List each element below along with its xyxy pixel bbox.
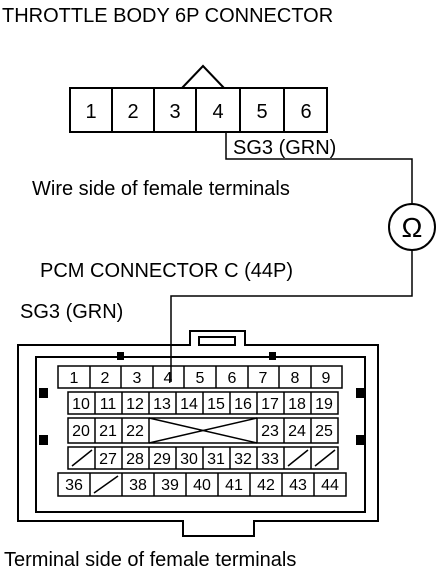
ohmmeter: Ω bbox=[388, 203, 436, 251]
throttle-pin-labels: 1 2 3 4 5 6 bbox=[85, 101, 311, 123]
throttle-view-label: Wire side of female terminals bbox=[32, 178, 290, 200]
pcm-pin-38: 38 bbox=[129, 477, 147, 494]
pcm-view-label: Terminal side of female terminals bbox=[4, 549, 296, 571]
pcm-pin-32: 32 bbox=[234, 451, 252, 468]
pcm-pin-29: 29 bbox=[153, 451, 171, 468]
pcm-pin-44: 44 bbox=[321, 477, 339, 494]
housing-inner-wall bbox=[35, 356, 366, 513]
pcm-pin-33: 33 bbox=[261, 451, 279, 468]
pcm-pin-20: 20 bbox=[72, 423, 90, 440]
pcm-pin-31: 31 bbox=[207, 451, 225, 468]
pcm-wire-label: SG3 (GRN) bbox=[20, 301, 123, 323]
throttle-wire-label: SG3 (GRN) bbox=[233, 137, 336, 159]
ohmmeter-circle bbox=[388, 203, 436, 251]
probe-wire-throttle bbox=[225, 132, 413, 204]
throttle-pin-3: 3 bbox=[169, 101, 180, 123]
pcm-pin-41: 41 bbox=[225, 477, 243, 494]
blank-cross bbox=[148, 417, 258, 444]
housing-outline bbox=[17, 330, 379, 537]
pcm-pin-40: 40 bbox=[193, 477, 211, 494]
throttle-pin-4: 4 bbox=[212, 101, 223, 123]
row1-frame bbox=[57, 365, 343, 389]
pcm-connector-housing bbox=[17, 330, 379, 537]
pcm-terminal-grid bbox=[57, 365, 347, 497]
throttle-pin-2: 2 bbox=[127, 101, 138, 123]
pcm-pin-2: 2 bbox=[101, 370, 110, 387]
locking-latch bbox=[198, 336, 236, 346]
key-right-1 bbox=[356, 388, 365, 398]
pcm-pin-30: 30 bbox=[180, 451, 198, 468]
pcm-pin-19: 19 bbox=[315, 396, 333, 413]
key-left-2 bbox=[39, 435, 48, 445]
pcm-pin-27: 27 bbox=[99, 451, 117, 468]
pcm-pin-5: 5 bbox=[196, 370, 205, 387]
throttle-pin-6: 6 bbox=[300, 101, 311, 123]
connector-lock-tab bbox=[181, 64, 225, 89]
row3-frame bbox=[67, 417, 339, 444]
pcm-pin-4: 4 bbox=[164, 370, 173, 387]
pcm-pin-10: 10 bbox=[72, 396, 90, 413]
throttle-pin-5: 5 bbox=[256, 101, 267, 123]
pcm-pin-11: 11 bbox=[100, 396, 117, 413]
pcm-pin-9: 9 bbox=[322, 370, 331, 387]
pcm-pin-15: 15 bbox=[207, 396, 225, 413]
probe-wires bbox=[170, 132, 413, 382]
pcm-terminal-numbers: 1 2 3 4 5 6 7 8 9 10 11 12 13 14 15 16 1… bbox=[65, 370, 339, 494]
housing-keys bbox=[39, 352, 365, 445]
pcm-pin-7: 7 bbox=[259, 370, 268, 387]
pcm-pin-24: 24 bbox=[288, 423, 306, 440]
key-top-2 bbox=[269, 352, 276, 360]
pcm-pin-12: 12 bbox=[126, 396, 144, 413]
pcm-pin-6: 6 bbox=[228, 370, 237, 387]
row5-frame bbox=[57, 472, 347, 497]
key-left-1 bbox=[39, 388, 48, 398]
throttle-connector-body bbox=[69, 87, 328, 133]
pcm-pin-1: 1 bbox=[70, 370, 79, 387]
pcm-pin-22: 22 bbox=[126, 423, 144, 440]
probe-wire-pcm bbox=[170, 250, 413, 382]
throttle-pin-1: 1 bbox=[85, 101, 96, 123]
pcm-pin-23: 23 bbox=[261, 423, 279, 440]
blank-slash bbox=[314, 449, 336, 467]
throttle-connector-title: THROTTLE BODY 6P CONNECTOR bbox=[2, 5, 333, 27]
pcm-pin-17: 17 bbox=[261, 396, 279, 413]
pcm-pin-21: 21 bbox=[99, 423, 117, 440]
pcm-pin-43: 43 bbox=[289, 477, 307, 494]
blank-slash bbox=[93, 475, 119, 494]
pcm-pin-13: 13 bbox=[153, 396, 171, 413]
pcm-pin-28: 28 bbox=[126, 451, 144, 468]
blank-slash bbox=[287, 449, 309, 467]
pcm-pin-36: 36 bbox=[65, 477, 83, 494]
key-top-1 bbox=[117, 352, 124, 360]
pcm-pin-42: 42 bbox=[257, 477, 275, 494]
pcm-pin-3: 3 bbox=[133, 370, 142, 387]
pcm-pin-16: 16 bbox=[234, 396, 252, 413]
pcm-pin-18: 18 bbox=[288, 396, 306, 413]
pcm-pin-8: 8 bbox=[291, 370, 300, 387]
ohm-symbol: Ω bbox=[402, 212, 423, 243]
key-right-2 bbox=[356, 435, 365, 445]
pcm-pin-25: 25 bbox=[315, 423, 333, 440]
throttle-connector bbox=[69, 64, 328, 133]
pcm-connector-title: PCM CONNECTOR C (44P) bbox=[40, 260, 293, 282]
blank-slash bbox=[71, 449, 93, 467]
pcm-pin-14: 14 bbox=[180, 396, 198, 413]
pcm-pin-39: 39 bbox=[161, 477, 179, 494]
